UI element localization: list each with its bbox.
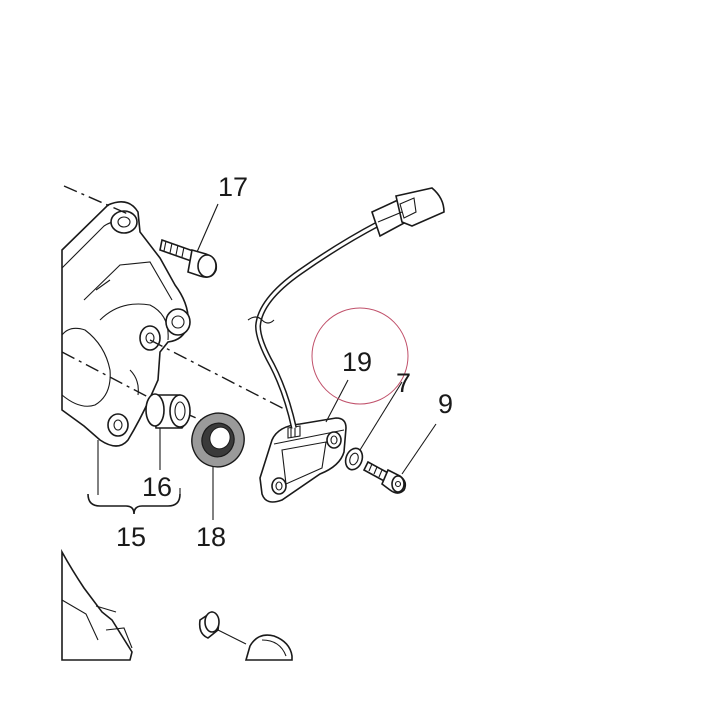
leader-17: [196, 203, 219, 253]
leader-19: [325, 379, 349, 423]
bushing-part-16: [145, 393, 191, 429]
callout-15: 15: [116, 522, 146, 552]
sensor-part-19: [259, 417, 347, 503]
bolt-part-17: [159, 238, 218, 278]
highlight-circle-19: [311, 307, 409, 405]
lower-lever-part: [61, 548, 133, 661]
callout-16: 16: [142, 472, 172, 502]
engine-cover-housing: [61, 200, 191, 447]
leader-9: [401, 423, 437, 475]
bracket-15: [87, 493, 181, 515]
callout-19: 19: [342, 347, 372, 377]
washer-part-7: [344, 447, 364, 471]
callout-9: 9: [438, 389, 453, 419]
lower-pin-part: [198, 611, 247, 645]
oil-seal-part-18: [191, 412, 245, 468]
callout-18: 18: [196, 522, 226, 552]
lower-shaft-part: [244, 634, 293, 661]
leader-7: [359, 381, 403, 451]
callout-7: 7: [396, 368, 411, 398]
screw-part-9: [362, 460, 407, 494]
centerline-upper: [63, 185, 129, 215]
callout-17: 17: [218, 172, 248, 202]
sensor-wire: [254, 221, 380, 429]
wire-connector: [371, 187, 445, 238]
wire-break-mark: [247, 316, 275, 324]
